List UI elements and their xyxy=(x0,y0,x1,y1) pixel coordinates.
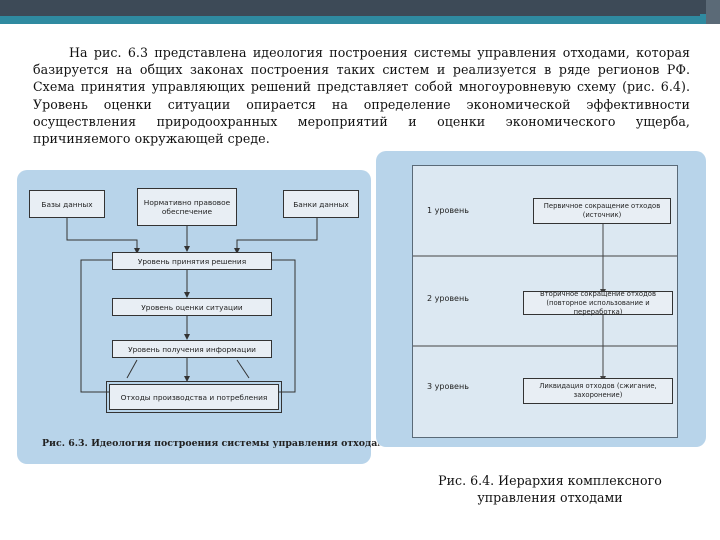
figure-6-3: Базы данных Нормативно правовое обеспече… xyxy=(17,170,371,464)
arrow-waste-loop-right xyxy=(267,259,296,393)
arrow-db-right-to-decision xyxy=(236,218,318,250)
db-right-label: Банки данных xyxy=(293,199,349,209)
figure-6-4-frame: 1 уровень 2 уровень 3 уровень Первичное … xyxy=(412,165,678,438)
waste-label: Отходы производства и потребления xyxy=(120,392,268,402)
db-right-box: Банки данных xyxy=(283,190,359,218)
waste-box: Отходы производства и потребления xyxy=(106,381,282,413)
level-3-box-label: Ликвидация отходов (сжигание, захоронени… xyxy=(539,382,657,399)
arrow-waste-loop-left xyxy=(80,259,117,393)
level-1-box: Первичное сокращение отходов (источник) xyxy=(533,198,671,224)
level-3-box: Ликвидация отходов (сжигание, захоронени… xyxy=(523,378,673,404)
figure-6-4-caption: Рис. 6.4. Иерархия комплексного управлен… xyxy=(438,473,662,505)
figure-6-3-caption: Рис. 6.3. Идеология построения системы у… xyxy=(42,438,393,449)
arrow-db-left-to-decision xyxy=(66,218,138,250)
level-1-label: 1 уровень xyxy=(427,206,469,215)
assessment-level-box: Уровень оценки ситуации xyxy=(112,298,272,316)
db-left-label: Базы данных xyxy=(41,199,93,209)
assessment-level-label: Уровень оценки ситуации xyxy=(141,302,243,312)
level-2-label: 2 уровень xyxy=(427,294,469,303)
slide-header-bar xyxy=(0,0,720,24)
level-2-box: Вторичное сокращение отходов (повторное … xyxy=(523,289,673,316)
info-level-label: Уровень получения информации xyxy=(128,344,256,354)
normative-box: Нормативно правовое обеспечение xyxy=(137,188,237,226)
level-2-box-label: Вторичное сокращение отходов (повторное … xyxy=(540,289,656,316)
info-level-box: Уровень получения информации xyxy=(112,340,272,358)
arrow-info-right-to-waste xyxy=(236,359,250,379)
header-corner-block xyxy=(706,0,720,24)
figure-6-4: 1 уровень 2 уровень 3 уровень Первичное … xyxy=(376,151,706,447)
normative-label: Нормативно правовое обеспечение xyxy=(143,198,231,216)
figure-6-4-arrows xyxy=(413,224,677,382)
header-corner-accent xyxy=(700,14,706,24)
decision-level-label: Уровень принятия решения xyxy=(137,256,247,266)
level-1-box-label: Первичное сокращение отходов (источник) xyxy=(543,202,661,219)
db-left-box: Базы данных xyxy=(29,190,105,218)
header-accent-stripe xyxy=(0,16,720,24)
level-3-label: 3 уровень xyxy=(427,382,469,391)
body-paragraph: На рис. 6.3 представлена идеология постр… xyxy=(33,45,690,147)
arrow-info-left-to-waste xyxy=(126,359,138,379)
decision-level-box: Уровень принятия решения xyxy=(112,252,272,270)
